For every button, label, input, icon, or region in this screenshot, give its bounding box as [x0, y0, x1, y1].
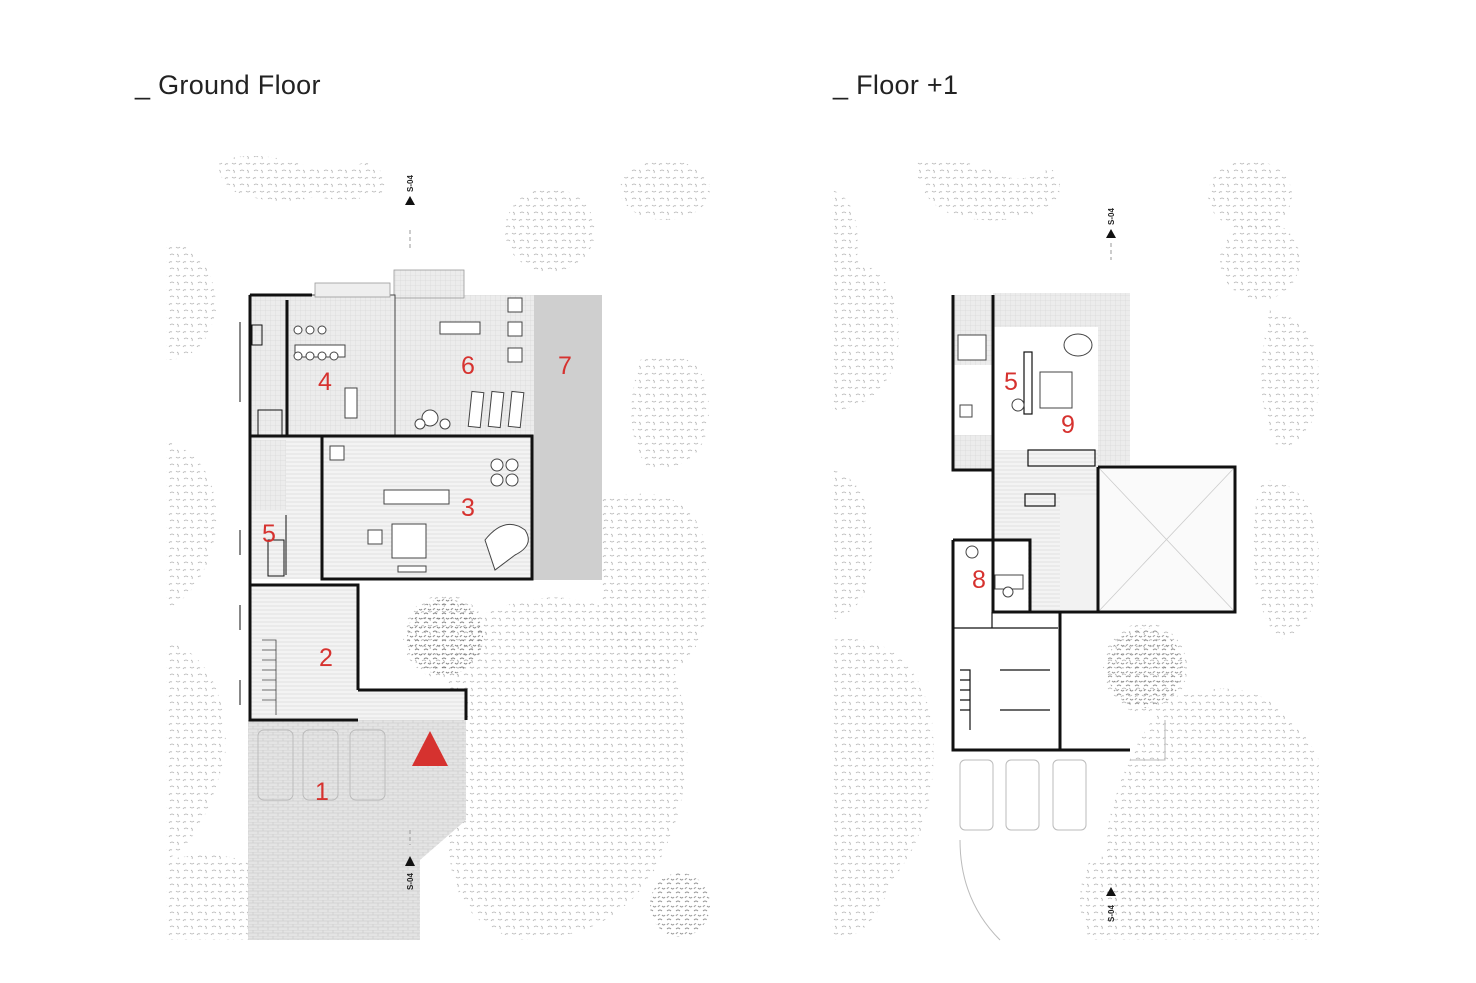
section-mark-bottom-label-upper: S-04 [1107, 905, 1116, 922]
section-mark-top-label-upper: S-04 [1107, 208, 1116, 225]
section-marker-icon: S-04 [405, 175, 415, 250]
room-number-2: 2 [319, 644, 333, 672]
ground-floor-plan: S-04 S-04 1 2 3 4 5 6 7 [166, 156, 710, 940]
section-marker-icon: S-04 [1106, 887, 1116, 922]
floor-plus-one-title: _ Floor +1 [833, 70, 959, 100]
room-number-7: 7 [558, 352, 572, 380]
section-mark-bottom-label: S-04 [406, 873, 415, 890]
room-number-6: 6 [461, 352, 475, 380]
room-number-5: 5 [262, 520, 276, 548]
room-number-4: 4 [318, 368, 332, 396]
tree-icon [832, 160, 1319, 940]
section-marker-icon: S-04 [405, 830, 415, 890]
upper-floor-plan: S-04 S-04 5 8 9 [832, 160, 1319, 941]
room-number-1: 1 [315, 778, 329, 806]
room-number-9: 9 [1061, 411, 1075, 439]
ground-floor-title: _ Ground Floor [135, 70, 321, 100]
room-number-5-upper: 5 [1004, 368, 1018, 396]
section-marker-icon: S-04 [1106, 208, 1116, 260]
room-number-3: 3 [461, 494, 475, 522]
tree-icon [166, 156, 710, 940]
north-entrance-arrow-icon [412, 731, 448, 766]
section-mark-top-label: S-04 [406, 175, 415, 192]
room-number-8: 8 [972, 566, 986, 594]
terrace-area [532, 295, 602, 580]
